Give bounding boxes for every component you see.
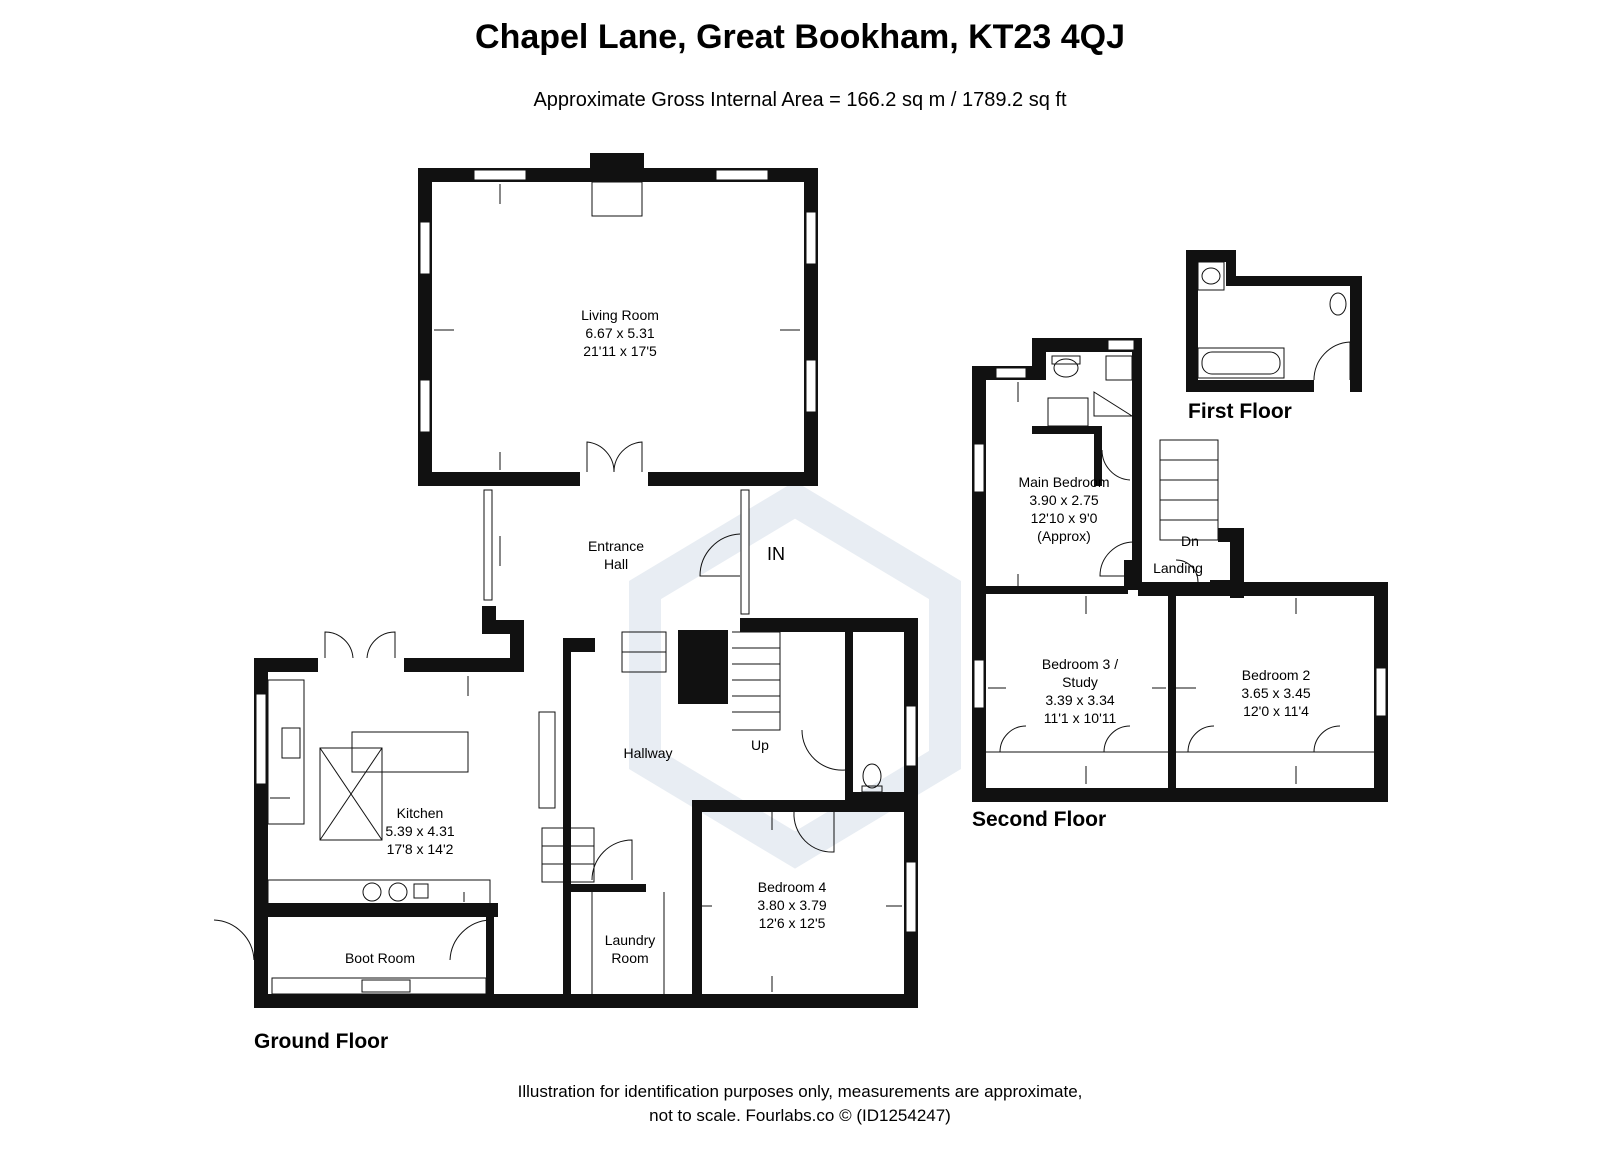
laundry-room-line2: Room xyxy=(611,950,648,966)
ground-floor-windows xyxy=(255,169,917,933)
second-floor-fittings xyxy=(986,355,1374,753)
stairs-up-label: Up xyxy=(751,737,769,753)
bedroom-4-name: Bedroom 4 xyxy=(758,879,827,895)
second-floor-windows xyxy=(973,339,1387,717)
boot-room-name: Boot Room xyxy=(345,950,415,966)
bedroom-2-name: Bedroom 2 xyxy=(1242,667,1311,683)
first-floor-label: First Floor xyxy=(1188,400,1292,423)
watermark-logo xyxy=(629,481,961,869)
kitchen-metric: 5.39 x 4.31 xyxy=(385,823,454,839)
page-title: Chapel Lane, Great Bookham, KT23 4QJ xyxy=(475,18,1125,56)
bedroom-2-metric: 3.65 x 3.45 xyxy=(1241,685,1310,701)
disclaimer-line2: not to scale. Fourlabs.co © (ID1254247) xyxy=(649,1106,951,1125)
ground-floor-fittings xyxy=(213,181,883,995)
landing-name: Landing xyxy=(1153,560,1203,576)
second-floor-label: Second Floor xyxy=(972,808,1106,831)
main-bedroom-imperial: 12'10 x 9'0 xyxy=(1031,510,1098,526)
bedroom-4-metric: 3.80 x 3.79 xyxy=(757,897,826,913)
first-floor-walls xyxy=(1186,250,1362,392)
kitchen-imperial: 17'8 x 14'2 xyxy=(387,841,454,857)
bedroom-4-imperial: 12'6 x 12'5 xyxy=(759,915,826,931)
main-bedroom-name: Main Bedroom xyxy=(1018,474,1109,490)
dimension-arrows xyxy=(270,184,1297,992)
ground-floor-label: Ground Floor xyxy=(254,1030,388,1053)
living-room-imperial: 21'11 x 17'5 xyxy=(583,343,657,359)
kitchen-name: Kitchen xyxy=(397,805,444,821)
first-floor-fittings xyxy=(1197,261,1351,381)
stairs-down-label: Dn xyxy=(1181,533,1199,549)
hallway-name: Hallway xyxy=(623,745,672,761)
bedroom-3-line1: Bedroom 3 / xyxy=(1042,656,1118,672)
bedroom-3-metric: 3.39 x 3.34 xyxy=(1045,692,1114,708)
disclaimer-line1: Illustration for identification purposes… xyxy=(518,1082,1083,1101)
main-bedroom-note: (Approx) xyxy=(1037,528,1091,544)
living-room-name: Living Room xyxy=(581,307,659,323)
entrance-hall-line2: Hall xyxy=(604,556,628,572)
living-room-metric: 6.67 x 5.31 xyxy=(585,325,654,341)
main-bedroom-metric: 3.90 x 2.75 xyxy=(1029,492,1098,508)
entrance-hall-line1: Entrance xyxy=(588,538,644,554)
laundry-room-line1: Laundry xyxy=(605,932,656,948)
bedroom-3-line2: Study xyxy=(1062,674,1098,690)
bedroom-2-imperial: 12'0 x 11'4 xyxy=(1243,703,1309,719)
bedroom-3-imperial: 11'1 x 10'11 xyxy=(1044,710,1117,726)
entry-label: IN xyxy=(767,544,785,564)
gross-area: Approximate Gross Internal Area = 166.2 … xyxy=(533,89,1067,111)
